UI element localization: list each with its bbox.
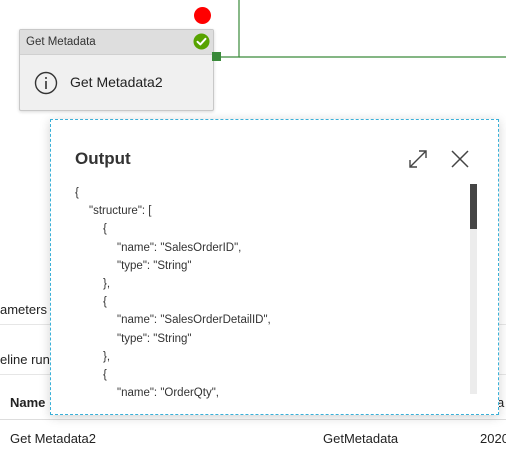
column-header-name[interactable]: Name: [10, 395, 46, 410]
row-activity-name: Get Metadata2: [10, 431, 96, 446]
json-line: },: [103, 278, 111, 290]
json-line: "name": "SalesOrderID",: [117, 241, 242, 254]
output-handle[interactable]: [212, 52, 221, 61]
table-row[interactable]: Get Metadata2 GetMetadata 2020: [0, 425, 506, 453]
check-circle-icon: [193, 33, 210, 50]
scrollbar[interactable]: [470, 184, 477, 394]
json-line: "name": "SalesOrderDetailID",: [117, 314, 271, 327]
json-line: "structure": [: [89, 205, 152, 218]
json-line: "type": "String": [117, 259, 192, 272]
json-line: {: [75, 187, 79, 199]
json-line: "type": "String": [117, 332, 192, 345]
column-header-partial[interactable]: a: [497, 395, 505, 410]
json-line: {: [103, 296, 107, 309]
json-line: {: [103, 369, 107, 381]
json-line: {: [103, 223, 107, 236]
json-line: },: [103, 350, 111, 363]
info-icon: [34, 71, 58, 95]
expand-icon[interactable]: [407, 148, 429, 170]
pipeline-run-label: eline run: [0, 352, 50, 367]
output-title: Output: [75, 149, 131, 168]
row-activity-type: GetMetadata: [323, 431, 399, 446]
json-output[interactable]: { "structure": [ { "name": "SalesOrderID", "…: [51, 182, 461, 402]
connector-line: [221, 0, 506, 58]
json-line: "name": "OrderQty",: [117, 387, 219, 400]
close-icon[interactable]: [449, 148, 471, 170]
scrollbar-thumb[interactable]: [470, 184, 477, 229]
get-metadata-activity[interactable]: Get Metadata Get Metadata2: [19, 29, 214, 111]
tab-parameters[interactable]: ameters: [0, 302, 47, 317]
output-dialog: Output { "structure": [ { "name": "SalesOrd…: [50, 119, 499, 415]
table-header: Name a: [0, 385, 506, 420]
activity-header: Get Metadata: [20, 30, 213, 55]
row-run-start: 2020: [480, 431, 506, 446]
activity-name: Get Metadata2: [70, 74, 163, 90]
activity-type-label: Get Metadata: [26, 36, 96, 48]
breakpoint-dot[interactable]: [194, 7, 211, 24]
